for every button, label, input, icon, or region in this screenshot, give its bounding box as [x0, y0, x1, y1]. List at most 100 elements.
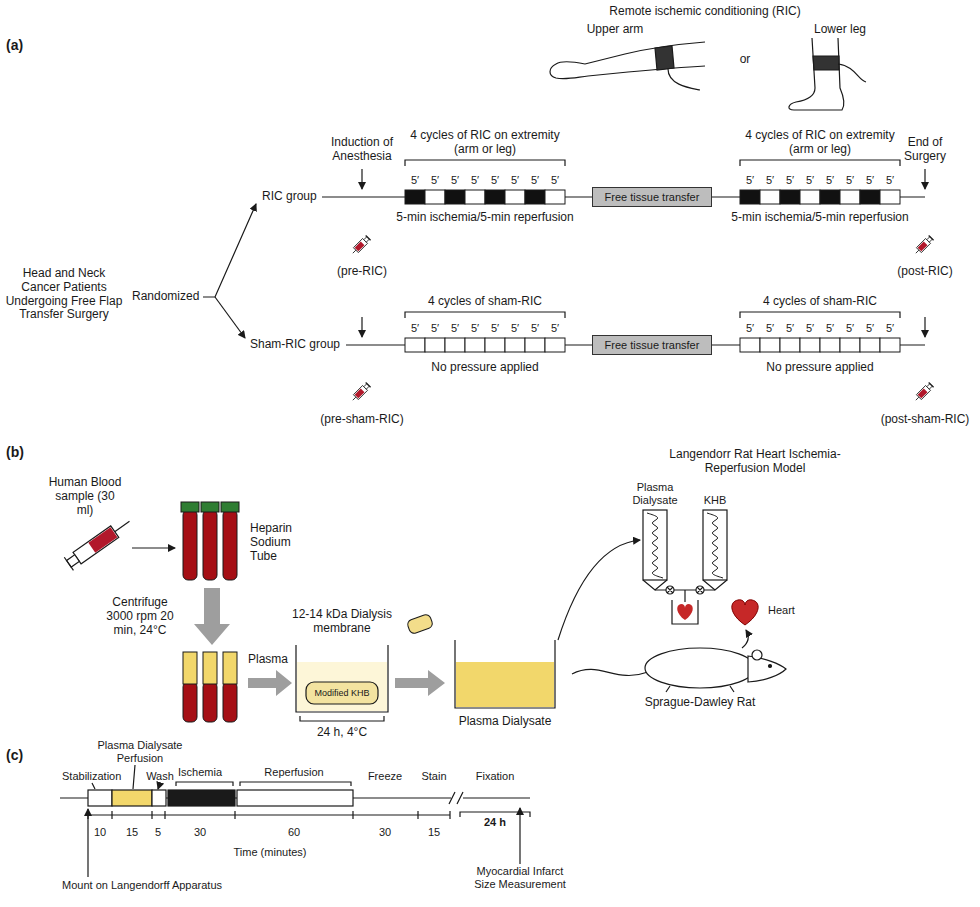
randomize-fork: [203, 204, 256, 297]
rat: [748, 656, 786, 682]
coil: [707, 513, 723, 578]
label-text: 12-14 kDa Dialysis membrane: [287, 608, 397, 636]
label-text: 5′: [786, 174, 794, 187]
label-text: Stabilization: [62, 770, 121, 783]
syringe: [64, 557, 73, 570]
label-text: Mount on Langendorff Apparatus: [62, 879, 222, 892]
label-text: Plasma: [248, 653, 288, 667]
cycle-block: [800, 190, 820, 204]
label-text: (pre-sham-RIC): [320, 413, 403, 427]
dialysis-beaker: [296, 645, 388, 712]
label-text: 5′: [551, 322, 559, 335]
dialysate-beaker: [455, 640, 555, 708]
label-text: Wash: [146, 770, 174, 783]
blood-draw-icon: [913, 382, 933, 402]
protocol-timeline: [176, 782, 351, 786]
arm-illustration: [668, 69, 700, 90]
rat: [769, 665, 772, 668]
label-text: 5′: [846, 322, 854, 335]
label-text: Human Blood sample (30 ml): [47, 476, 123, 517]
blood-draw-icon: [350, 235, 370, 255]
label-text: 5′: [886, 322, 894, 335]
label-text: 5′: [846, 174, 854, 187]
leg-illustration: [838, 64, 866, 82]
label-text: 5′: [551, 174, 559, 187]
cycle-block: [525, 190, 545, 204]
centrifuged-tube: [183, 652, 197, 684]
langendorff-apparatus: [703, 580, 727, 590]
label-text: Lower leg: [814, 23, 866, 37]
blood-tube: [181, 502, 239, 580]
label-text: 4 cycles of RIC on extremity (arm or leg…: [398, 129, 573, 157]
label-text: Time (minutes): [234, 846, 307, 859]
label-text: 10: [94, 826, 106, 839]
label-text: 5′: [451, 174, 459, 187]
dialysis-bag: [406, 613, 433, 634]
syringe: [88, 527, 117, 552]
timeline-line: [924, 317, 925, 337]
cycle-block: [880, 190, 900, 204]
cycle-block: [465, 190, 485, 204]
centrifuged-tube: [203, 682, 217, 722]
label-text: 5′: [471, 322, 479, 335]
label-text: Heart: [768, 604, 795, 617]
protocol-timeline: [152, 790, 166, 806]
cycle-block: [485, 338, 505, 352]
blood-tube: [223, 510, 237, 580]
arm-illustration: [655, 46, 674, 70]
label-text: 60: [288, 826, 300, 839]
label-text: Stain: [421, 770, 446, 783]
blood-tube: [201, 502, 219, 512]
langendorff-apparatus: [643, 510, 667, 580]
label-text: 5′: [491, 174, 499, 187]
dialysis-bag: [406, 613, 433, 634]
label-text: Randomized: [132, 290, 199, 304]
label-text: (post-sham-RIC): [881, 413, 970, 427]
label-text: 5′: [806, 174, 814, 187]
cycle-block: [780, 338, 800, 352]
label-text: Plasma Dialysate Perfusion: [93, 739, 188, 764]
label-text: Upper arm: [587, 23, 644, 37]
box-text: Free tissue transfer: [601, 336, 703, 354]
label-text: 4 cycles of sham-RIC: [763, 295, 877, 309]
label-text: 5′: [491, 322, 499, 335]
rat: [572, 648, 786, 692]
protocol-timeline: [519, 808, 520, 864]
blood-tube: [221, 502, 239, 512]
label-text: 5-min ischemia/5-min reperfusion: [731, 211, 908, 225]
label-text: 5′: [511, 322, 519, 335]
blood-tube: [203, 510, 217, 580]
cycle-block: [760, 190, 780, 204]
langendorff-apparatus: [643, 580, 667, 590]
langendorff-apparatus: [684, 590, 685, 602]
blood-tube: [183, 510, 197, 580]
label-text: Ischemia: [178, 766, 222, 779]
label-text: RIC group: [262, 190, 317, 204]
cycle-block: [405, 338, 425, 352]
cycle-block: [505, 190, 525, 204]
cycle-block: [445, 190, 465, 204]
label-text: Fixation: [476, 770, 515, 783]
label-text: 4 cycles of sham-RIC: [428, 295, 542, 309]
centrifuged-tube: [223, 682, 237, 722]
syringe: [73, 526, 119, 564]
cycle-block: [545, 190, 565, 204]
syringe: [64, 515, 134, 571]
label-text: Langendorr Rat Heart Ischemia-Reperfusio…: [660, 448, 850, 476]
syringe: [115, 521, 130, 531]
arm-illustration: [550, 42, 705, 79]
process-box: Free tissue transfer: [592, 187, 712, 207]
label-text: End of Surgery: [890, 136, 960, 164]
dialysis-beaker: [300, 716, 384, 721]
process-arrow: [248, 670, 292, 696]
label-text: No pressure applied: [431, 361, 538, 375]
blood-draw-icon: [913, 235, 933, 255]
arm-illustration: [550, 42, 705, 90]
label-text: 5′: [766, 322, 774, 335]
cycle-block: [860, 190, 880, 204]
label-text: 5′: [411, 174, 419, 187]
label-text: 5′: [451, 322, 459, 335]
label-text: Reperfusion: [264, 766, 323, 779]
langendorff-apparatus: [703, 510, 727, 580]
